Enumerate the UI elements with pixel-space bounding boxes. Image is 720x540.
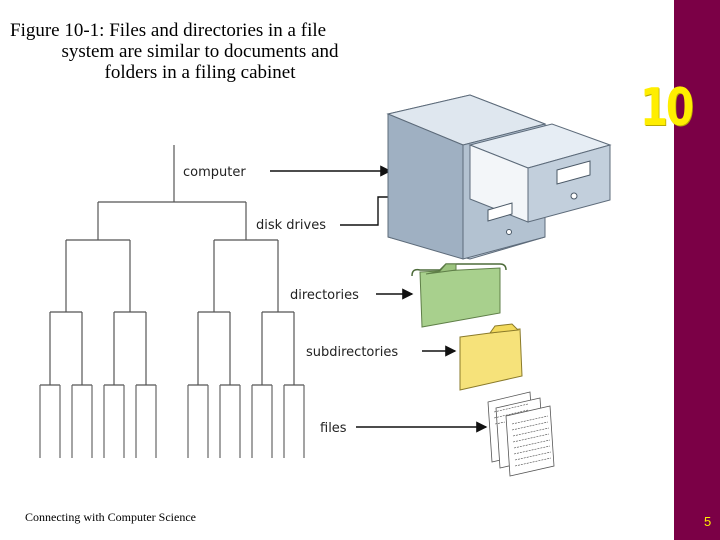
- title-line-2: system are similar to documents and: [61, 41, 339, 62]
- slide-title: Figure 10-1: Files and directories in a …: [10, 20, 390, 83]
- directory-tree: [39, 145, 305, 458]
- label-files: files: [320, 421, 347, 436]
- title-line-3: folders in a filing cabinet: [104, 62, 296, 83]
- label-subdirectories: subdirectories: [306, 345, 398, 360]
- file-cabinet-icon: [386, 94, 612, 260]
- label-computer: computer: [183, 165, 246, 180]
- green-hanging-folder-icon: [411, 263, 507, 328]
- label-directories: directories: [290, 288, 359, 303]
- page-number: 5: [704, 514, 712, 529]
- chapter-number: 10: [640, 78, 694, 138]
- document-stack-icon: [487, 391, 555, 477]
- yellow-folder-icon: [459, 323, 523, 391]
- footer-text: Connecting with Computer Science: [25, 510, 196, 524]
- side-bar: [674, 0, 720, 540]
- label-disk-drives: disk drives: [256, 218, 326, 233]
- title-line-1: Figure 10-1: Files and directories in a …: [10, 20, 327, 41]
